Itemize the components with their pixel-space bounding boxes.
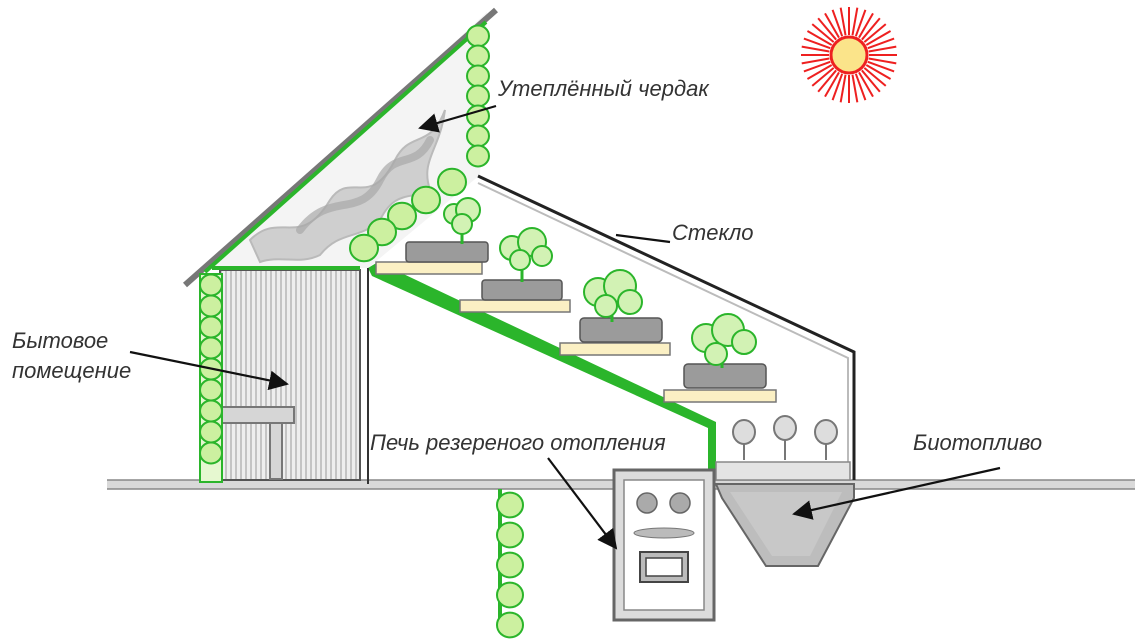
log-icon (199, 378, 223, 402)
label-attic: Утеплённый чердак (497, 76, 710, 101)
sun-ray (824, 12, 840, 39)
log-icon (466, 64, 490, 88)
plants (443, 197, 838, 460)
log-icon (496, 551, 524, 579)
sun-ray (839, 74, 847, 103)
arrow-icon (418, 104, 497, 133)
log-icon (496, 611, 524, 639)
seedling-icon (732, 419, 756, 460)
log-icon (199, 420, 223, 444)
plant-icon (499, 227, 553, 282)
log-icon (387, 201, 417, 231)
label-glass: Стекло (672, 220, 753, 245)
seedling-icon (773, 415, 797, 460)
stove-icon (612, 468, 716, 622)
sun-ray (803, 60, 831, 73)
sun-ray (806, 64, 833, 80)
log-icon (199, 336, 223, 360)
log-icon (199, 399, 223, 423)
log-wall-attic (349, 24, 490, 263)
sun-ray (858, 71, 874, 98)
pot (481, 279, 563, 301)
sun-ray (867, 37, 895, 50)
pot (579, 317, 663, 343)
log-wall-basement (496, 489, 524, 639)
shelf (375, 261, 483, 275)
arrow-icon (792, 466, 1001, 520)
sun-ray (831, 73, 844, 101)
sun-ray (868, 57, 897, 65)
sun-ray (811, 67, 835, 87)
sun-ray (801, 57, 830, 65)
log-icon (496, 521, 524, 549)
sun-ray (801, 45, 830, 53)
log-icon (466, 84, 490, 108)
shelf (459, 299, 571, 313)
plant-icon (583, 269, 643, 322)
log-icon (496, 581, 524, 609)
greenhouse-glass (477, 174, 856, 480)
sun-ray (854, 9, 867, 37)
log-icon (466, 24, 490, 48)
log-icon (437, 167, 467, 197)
log-icon (466, 144, 490, 168)
sun-ray (865, 64, 892, 80)
sun-ray (817, 69, 837, 93)
log-icon (466, 44, 490, 68)
sun-ray (824, 71, 840, 98)
sun-ray (831, 9, 844, 37)
sun-ray (817, 17, 837, 41)
log-icon (349, 233, 379, 263)
biofuel-bed (714, 461, 855, 567)
label-biofuel: Биотопливо (913, 430, 1042, 455)
sun-ray (839, 7, 847, 36)
plant-icon (443, 197, 481, 244)
log-wall-left (199, 273, 223, 483)
sun-ray (811, 23, 835, 43)
plant-icon (691, 313, 757, 368)
arrow-icon (129, 350, 289, 391)
label-living-line2: помещение (12, 358, 131, 383)
log-icon (199, 294, 223, 318)
label-living-line1: Бытовое (12, 328, 108, 353)
labels: Утеплённый чердак Стекло Бытовое помещен… (12, 76, 1042, 455)
shelf (663, 389, 777, 403)
seedling-icon (814, 419, 838, 460)
sun-ray (806, 30, 833, 46)
sun-ray (867, 60, 895, 73)
sun-ray (863, 23, 887, 43)
sun-ray (858, 12, 874, 39)
label-stove: Печь резереного отопления (370, 430, 666, 455)
shelf (559, 342, 671, 356)
arrow-icon (615, 233, 671, 244)
arrow-icon (547, 457, 618, 550)
label-arrows (129, 104, 1001, 550)
greenhouse-inner-wall (367, 262, 716, 484)
log-icon (199, 315, 223, 339)
sun-icon (801, 7, 897, 103)
log-icon (466, 124, 490, 148)
sun-ray (851, 7, 859, 36)
shelves (375, 241, 777, 403)
log-icon (496, 491, 524, 519)
log-icon (411, 185, 441, 215)
sun-ray (851, 74, 859, 103)
log-icon (199, 273, 223, 297)
sun-ray (865, 30, 892, 46)
sun-ray (854, 73, 867, 101)
log-icon (199, 441, 223, 465)
sun-ray (868, 45, 897, 53)
pot (683, 363, 767, 389)
sun-ray (803, 37, 831, 50)
pot (405, 241, 489, 263)
sun-ray (861, 69, 881, 93)
table (221, 406, 295, 424)
sun-ray (861, 17, 881, 41)
sun-ray (863, 67, 887, 87)
